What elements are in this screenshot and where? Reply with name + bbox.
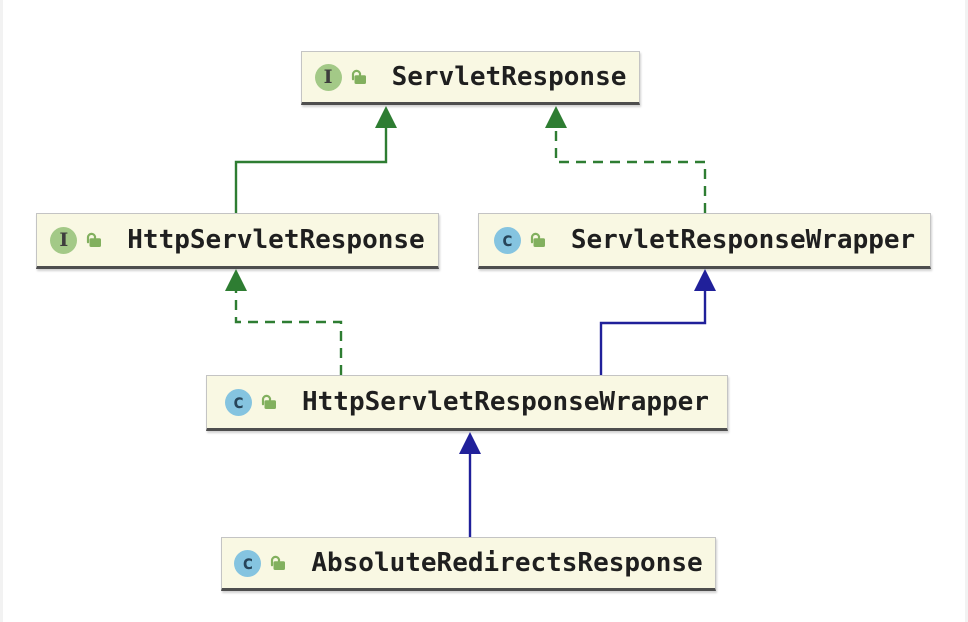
- class-name-label: HttpServletResponseWrapper: [302, 387, 709, 417]
- http-servlet-response-wrapper-extends-servlet-response-wrapper-edge[interactable]: [599, 291, 707, 375]
- http-servlet-response-wrapper-implements-http-servlet-response-edge[interactable]: [234, 291, 343, 375]
- public-unlocked-icon: [349, 67, 369, 87]
- class-icon: c: [225, 388, 252, 416]
- http-servlet-response-extends-servlet-response-arrowhead: [375, 106, 397, 128]
- servlet-response-wrapper-implements-servlet-response-arrowhead: [545, 106, 567, 128]
- public-unlocked-icon: [528, 230, 548, 250]
- interface-icon: I: [50, 226, 78, 254]
- absolute-redirects-response-node[interactable]: c AbsoluteRedirectsResponse: [221, 537, 716, 591]
- interface-icon: I: [314, 63, 342, 91]
- http-servlet-response-wrapper-implements-http-servlet-response-arrowhead: [225, 269, 247, 291]
- public-unlocked-icon: [84, 230, 104, 250]
- class-icon: c: [493, 226, 521, 254]
- class-name-label: HttpServletResponse: [127, 225, 425, 255]
- http-servlet-response-node[interactable]: I HttpServletResponse: [36, 213, 439, 269]
- public-unlocked-icon: [268, 553, 288, 573]
- servlet-response-node[interactable]: I ServletResponse: [301, 51, 640, 105]
- class-name-label: ServletResponse: [391, 62, 627, 92]
- class-name-label: AbsoluteRedirectsResponse: [311, 548, 703, 578]
- servlet-response-wrapper-implements-servlet-response-edge[interactable]: [554, 128, 707, 213]
- class-icon: c: [234, 549, 262, 577]
- absolute-redirects-response-extends-http-servlet-response-wrapper-arrowhead: [459, 432, 481, 454]
- class-name-label: ServletResponseWrapper: [570, 225, 916, 255]
- servlet-response-wrapper-node[interactable]: c ServletResponseWrapper: [478, 213, 931, 269]
- http-servlet-response-wrapper-extends-servlet-response-wrapper-arrowhead: [694, 269, 716, 291]
- http-servlet-response-extends-servlet-response-edge[interactable]: [234, 128, 388, 213]
- public-unlocked-icon: [259, 392, 279, 412]
- http-servlet-response-wrapper-node[interactable]: c HttpServletResponseWrapper: [206, 375, 728, 431]
